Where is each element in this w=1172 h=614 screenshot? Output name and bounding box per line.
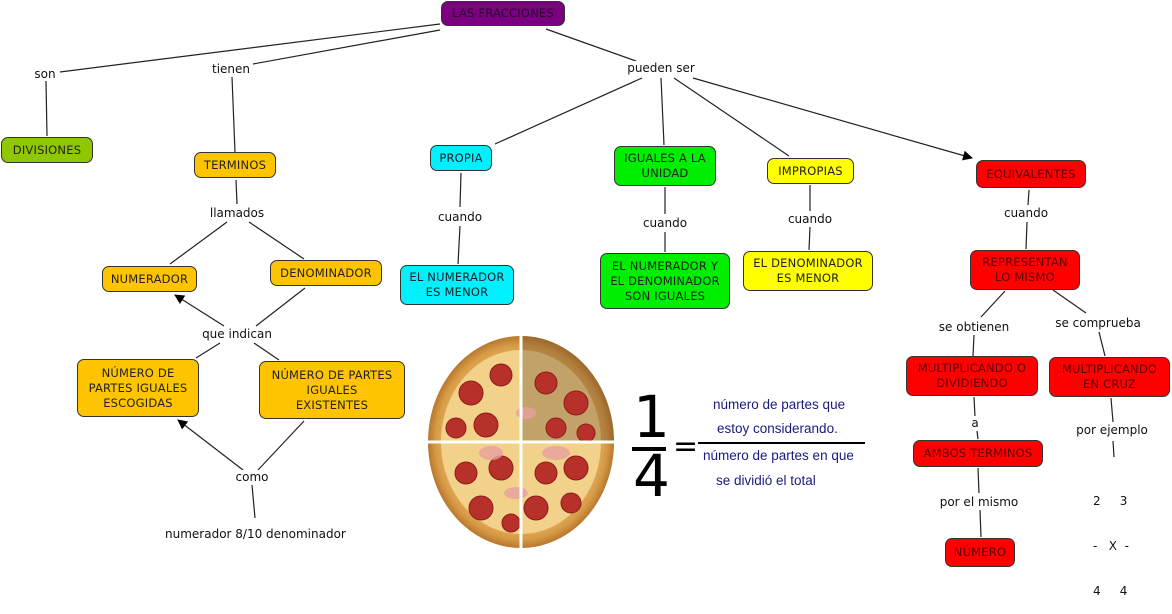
link-root-son [59,23,441,73]
node-equivalentes[interactable]: EQUIVALENTES [976,160,1086,188]
link-root-tienen [252,29,441,65]
link-queindican-existentes [253,342,280,361]
node-las-fracciones[interactable]: LAS FRACCIONES [441,1,565,26]
label-como: como [233,470,271,484]
link-cuando-impropiascond [808,226,811,251]
fraction-bar-left [632,447,666,451]
node-impropias-condicion[interactable]: EL DENOMINADOR ES MENOR [743,251,873,291]
label-cuando-impropias: cuando [785,212,835,226]
link-ambos-porelmismo [977,467,980,494]
link-existentes-como [257,420,305,471]
label-tienen: tienen [209,62,253,76]
link-llamados-numerador [169,221,228,265]
node-multiplicando-dividiendo[interactable]: MULTIPLICANDO O DIVIDIENDO [906,356,1038,396]
definition-top-line1: número de partes que [713,397,846,412]
node-iguales-unidad[interactable]: IGUALES A LA UNIDAD [614,146,716,186]
label-a: a [969,416,981,430]
link-porejemplo-example [1112,440,1115,458]
link-porelmismo-numero [979,509,982,538]
label-que-indican: que indican [200,327,274,341]
link-representan-seobtienen [980,290,1006,318]
link-root-pueden [545,28,637,62]
link-cuando-propiacond [457,225,461,265]
link-a-ambos [976,430,979,440]
cross-line-2: - X - [1093,539,1129,553]
node-numero-partes-escogidas[interactable]: NÚMERO DE PARTES IGUALES ESCOGIDAS [77,359,199,417]
node-propia-condicion[interactable]: EL NUMERADOR ES MENOR [400,265,514,305]
definition-bar [698,442,865,444]
node-numero[interactable]: NÚMERO [945,538,1015,567]
label-por-ejemplo: por ejemplo [1074,423,1150,437]
node-iguales-condicion[interactable]: EL NUMERADOR Y EL DENOMINADOR SON IGUALE… [600,253,730,309]
pizza-dark-quarter [521,336,614,442]
link-pueden-propia [494,77,643,145]
label-son: son [32,67,58,81]
link-como-escogidas [177,419,244,471]
fraction-numerator: 1 [633,383,670,451]
fraction-denominator: 4 [633,442,670,510]
link-terminos-llamados [235,179,238,205]
cross-line-1: 2 3 [1093,494,1128,508]
node-numero-partes-existentes[interactable]: NÚMERO DE PARTES IGUALES EXISTENTES [259,361,405,419]
link-pueden-equivalentes [692,77,973,161]
link-representan-secomprueba [1052,289,1087,314]
label-pueden-ser: pueden ser [625,61,697,75]
cross-multiplication-example: 2 3 - X - 4 4 [1093,464,1129,614]
cross-line-3: 4 4 [1093,584,1128,598]
link-equiv-cuando [1027,189,1030,206]
pizza-quarters-image [426,333,616,551]
link-multiplicando-a [973,396,976,418]
node-terminos[interactable]: TERMINOS [194,152,276,178]
node-ambos-terminos[interactable]: AMBOS TERMINOS [913,440,1043,467]
link-secomprueba-cruz [1098,331,1106,357]
link-cruz-porejemplo [1110,397,1114,423]
link-pueden-iguales [660,77,665,146]
node-denominador[interactable]: DENOMINADOR [270,260,382,286]
fraction-explanation: 1 4 = número de partes que estoy conside… [630,385,875,505]
label-cuando-iguales: cuando [640,216,690,230]
link-como-example [251,484,256,519]
example-fraction-text: numerador 8/10 denominador [165,527,346,541]
node-divisiones[interactable]: DIVISIONES [1,137,93,163]
link-seobtienen-multiplicando [972,334,975,357]
node-impropias[interactable]: IMPROPIAS [767,158,854,184]
label-se-comprueba: se comprueba [1053,316,1143,330]
label-se-obtienen: se obtienen [936,320,1012,334]
link-denominador-queindican [255,287,306,327]
link-pueden-impropias [673,77,790,157]
link-llamados-denominador [248,221,305,260]
link-propia-cuando [459,172,462,208]
link-queindican-numerador [174,294,225,327]
connection-lines [45,23,1115,538]
link-tienen-terminos [231,76,236,153]
definition-top-line2: estoy considerando. [717,421,838,436]
link-queindican-escogidas [195,342,221,359]
node-propia[interactable]: PROPIA [430,145,492,171]
node-multiplicando-en-cruz[interactable]: MULTIPLICANDO EN CRUZ [1049,357,1170,397]
label-cuando-equivalentes: cuando [1001,206,1051,220]
definition-bottom-line1: número de partes en que [703,448,854,463]
pepperoni-group [445,363,596,533]
label-llamados: llamados [207,206,267,220]
node-numerador[interactable]: NUMERADOR [102,266,197,292]
label-cuando-propia: cuando [435,210,485,224]
definition-bottom-line2: se dividió el total [716,473,816,488]
equals-sign: = [673,429,699,464]
label-por-el-mismo: por el mismo [937,495,1021,509]
node-representan-lo-mismo[interactable]: REPRESENTAN LO MISMO [970,250,1080,290]
link-son-divisiones [45,80,48,137]
link-cuando-representan [1025,221,1028,250]
